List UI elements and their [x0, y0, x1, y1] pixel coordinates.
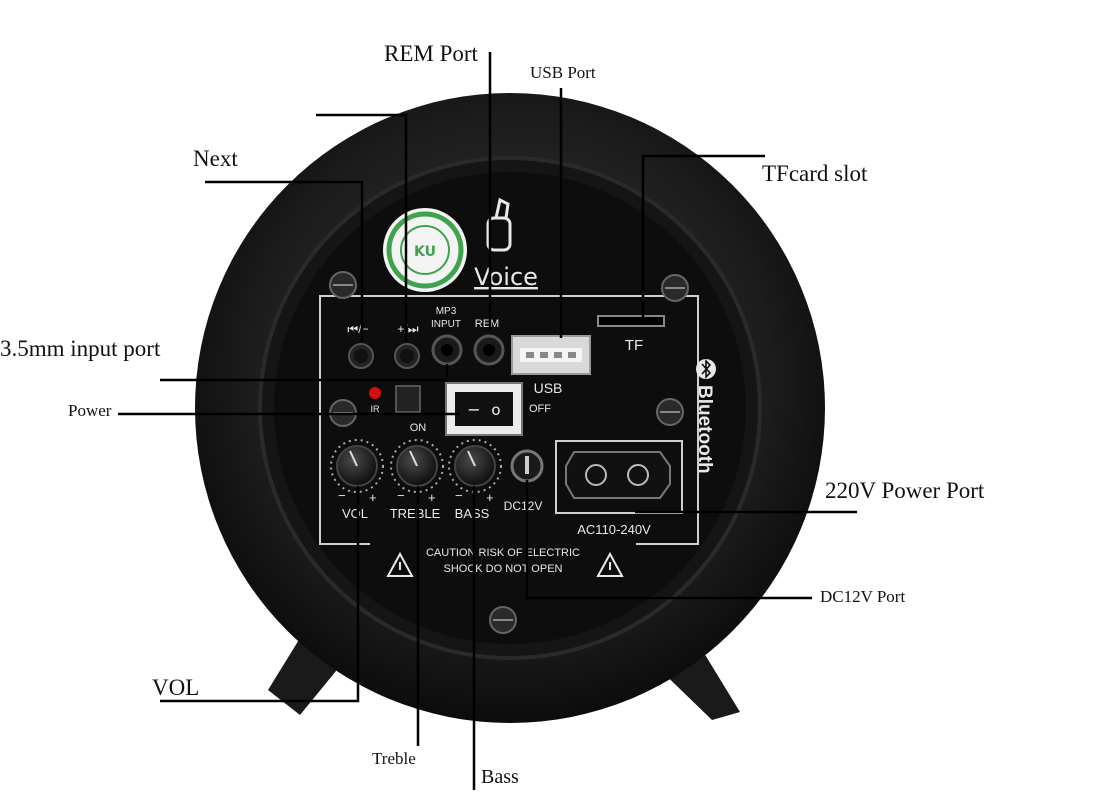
prev-button[interactable]	[348, 343, 374, 369]
callout-bass: Bass	[481, 766, 519, 788]
leader-dc12v	[525, 480, 812, 600]
thumbs-up-icon	[486, 197, 512, 252]
bass-panel-label: BASS	[455, 506, 490, 521]
knob-sign-labels: − + − + − +	[338, 488, 494, 505]
callout-tfcard-slot: TFcard slot	[762, 161, 868, 186]
switch-on-symbol: −	[467, 400, 480, 419]
leader-lines	[118, 52, 857, 790]
bluetooth-label: Bluetooth	[694, 385, 715, 474]
ir-label: IR	[371, 404, 381, 414]
screw-top-left	[329, 271, 357, 299]
switch-off-symbol: o	[491, 401, 500, 419]
ac-panel-label: AC110-240V	[577, 522, 651, 537]
callout-usb-port: USB Port	[530, 63, 596, 82]
treble-panel-label: TREBLE	[390, 506, 441, 521]
warning-line-2: SHOCK DO NOT OPEN	[444, 563, 563, 575]
bluetooth-icon	[696, 359, 716, 379]
off-label: OFF	[529, 403, 551, 415]
callout-power: Power	[68, 401, 112, 420]
vol-plus: +	[369, 490, 377, 505]
warning-triangle-icon-left	[386, 551, 414, 577]
treble-knob[interactable]	[390, 439, 444, 493]
prev-label: ⏮/−	[347, 322, 368, 336]
input-label: INPUT	[431, 319, 461, 330]
leader-tf	[641, 154, 765, 318]
callout-dc12v-port: DC12V Port	[820, 587, 906, 606]
dc12v-panel-label: DC12V	[504, 499, 543, 513]
callout-next: Next	[193, 146, 238, 171]
callout-input-port: 3.5mm input port	[0, 336, 161, 361]
badge-text: KU	[414, 244, 436, 260]
warning-line-1: CAUTION RISK OF ELECTRIC	[426, 547, 580, 559]
ir-led	[369, 387, 381, 399]
bass-minus: −	[455, 488, 463, 503]
treble-minus: −	[397, 488, 405, 503]
next-button[interactable]	[394, 343, 420, 369]
usb-socket[interactable]	[511, 335, 591, 375]
mp3-label: MP3	[436, 306, 457, 317]
treble-plus: +	[428, 490, 436, 505]
power-switch[interactable]: − o	[445, 382, 523, 436]
bass-knob[interactable]	[448, 439, 502, 493]
leader-vol	[160, 486, 360, 703]
rem-label: REM	[475, 318, 499, 330]
mp3-input-jack[interactable]	[431, 334, 463, 366]
vol-minus: −	[338, 488, 346, 503]
vol-panel-label: VOL	[342, 506, 368, 521]
usb-label: USB	[534, 380, 563, 396]
leader-prev-button	[205, 180, 364, 342]
leader-input	[160, 364, 449, 382]
tf-label: TF	[625, 337, 643, 354]
brand-text: Voice	[474, 263, 538, 291]
ac-power-socket[interactable]	[555, 440, 683, 514]
screw-bottom	[489, 606, 517, 634]
bass-plus: +	[486, 490, 494, 505]
screw-top-right	[661, 274, 689, 302]
callout-treble: Treble	[372, 749, 416, 768]
on-label: ON	[410, 422, 427, 434]
leader-next-button	[316, 113, 408, 342]
callout-220v-power-port: 220V Power Port	[825, 478, 985, 503]
warning-strip	[370, 542, 636, 582]
callout-vol: VOL	[152, 675, 200, 700]
next-label: +/⏭	[397, 322, 418, 336]
screw-mid-right	[656, 398, 684, 426]
logo-badge: KU	[383, 208, 467, 292]
dc12v-jack[interactable]	[510, 449, 544, 483]
callout-rem-port: REM Port	[384, 41, 478, 66]
ir-receiver	[395, 385, 421, 413]
warning-triangle-icon-right	[596, 551, 624, 577]
tf-card-slot[interactable]	[597, 315, 665, 327]
rem-jack[interactable]	[473, 334, 505, 366]
